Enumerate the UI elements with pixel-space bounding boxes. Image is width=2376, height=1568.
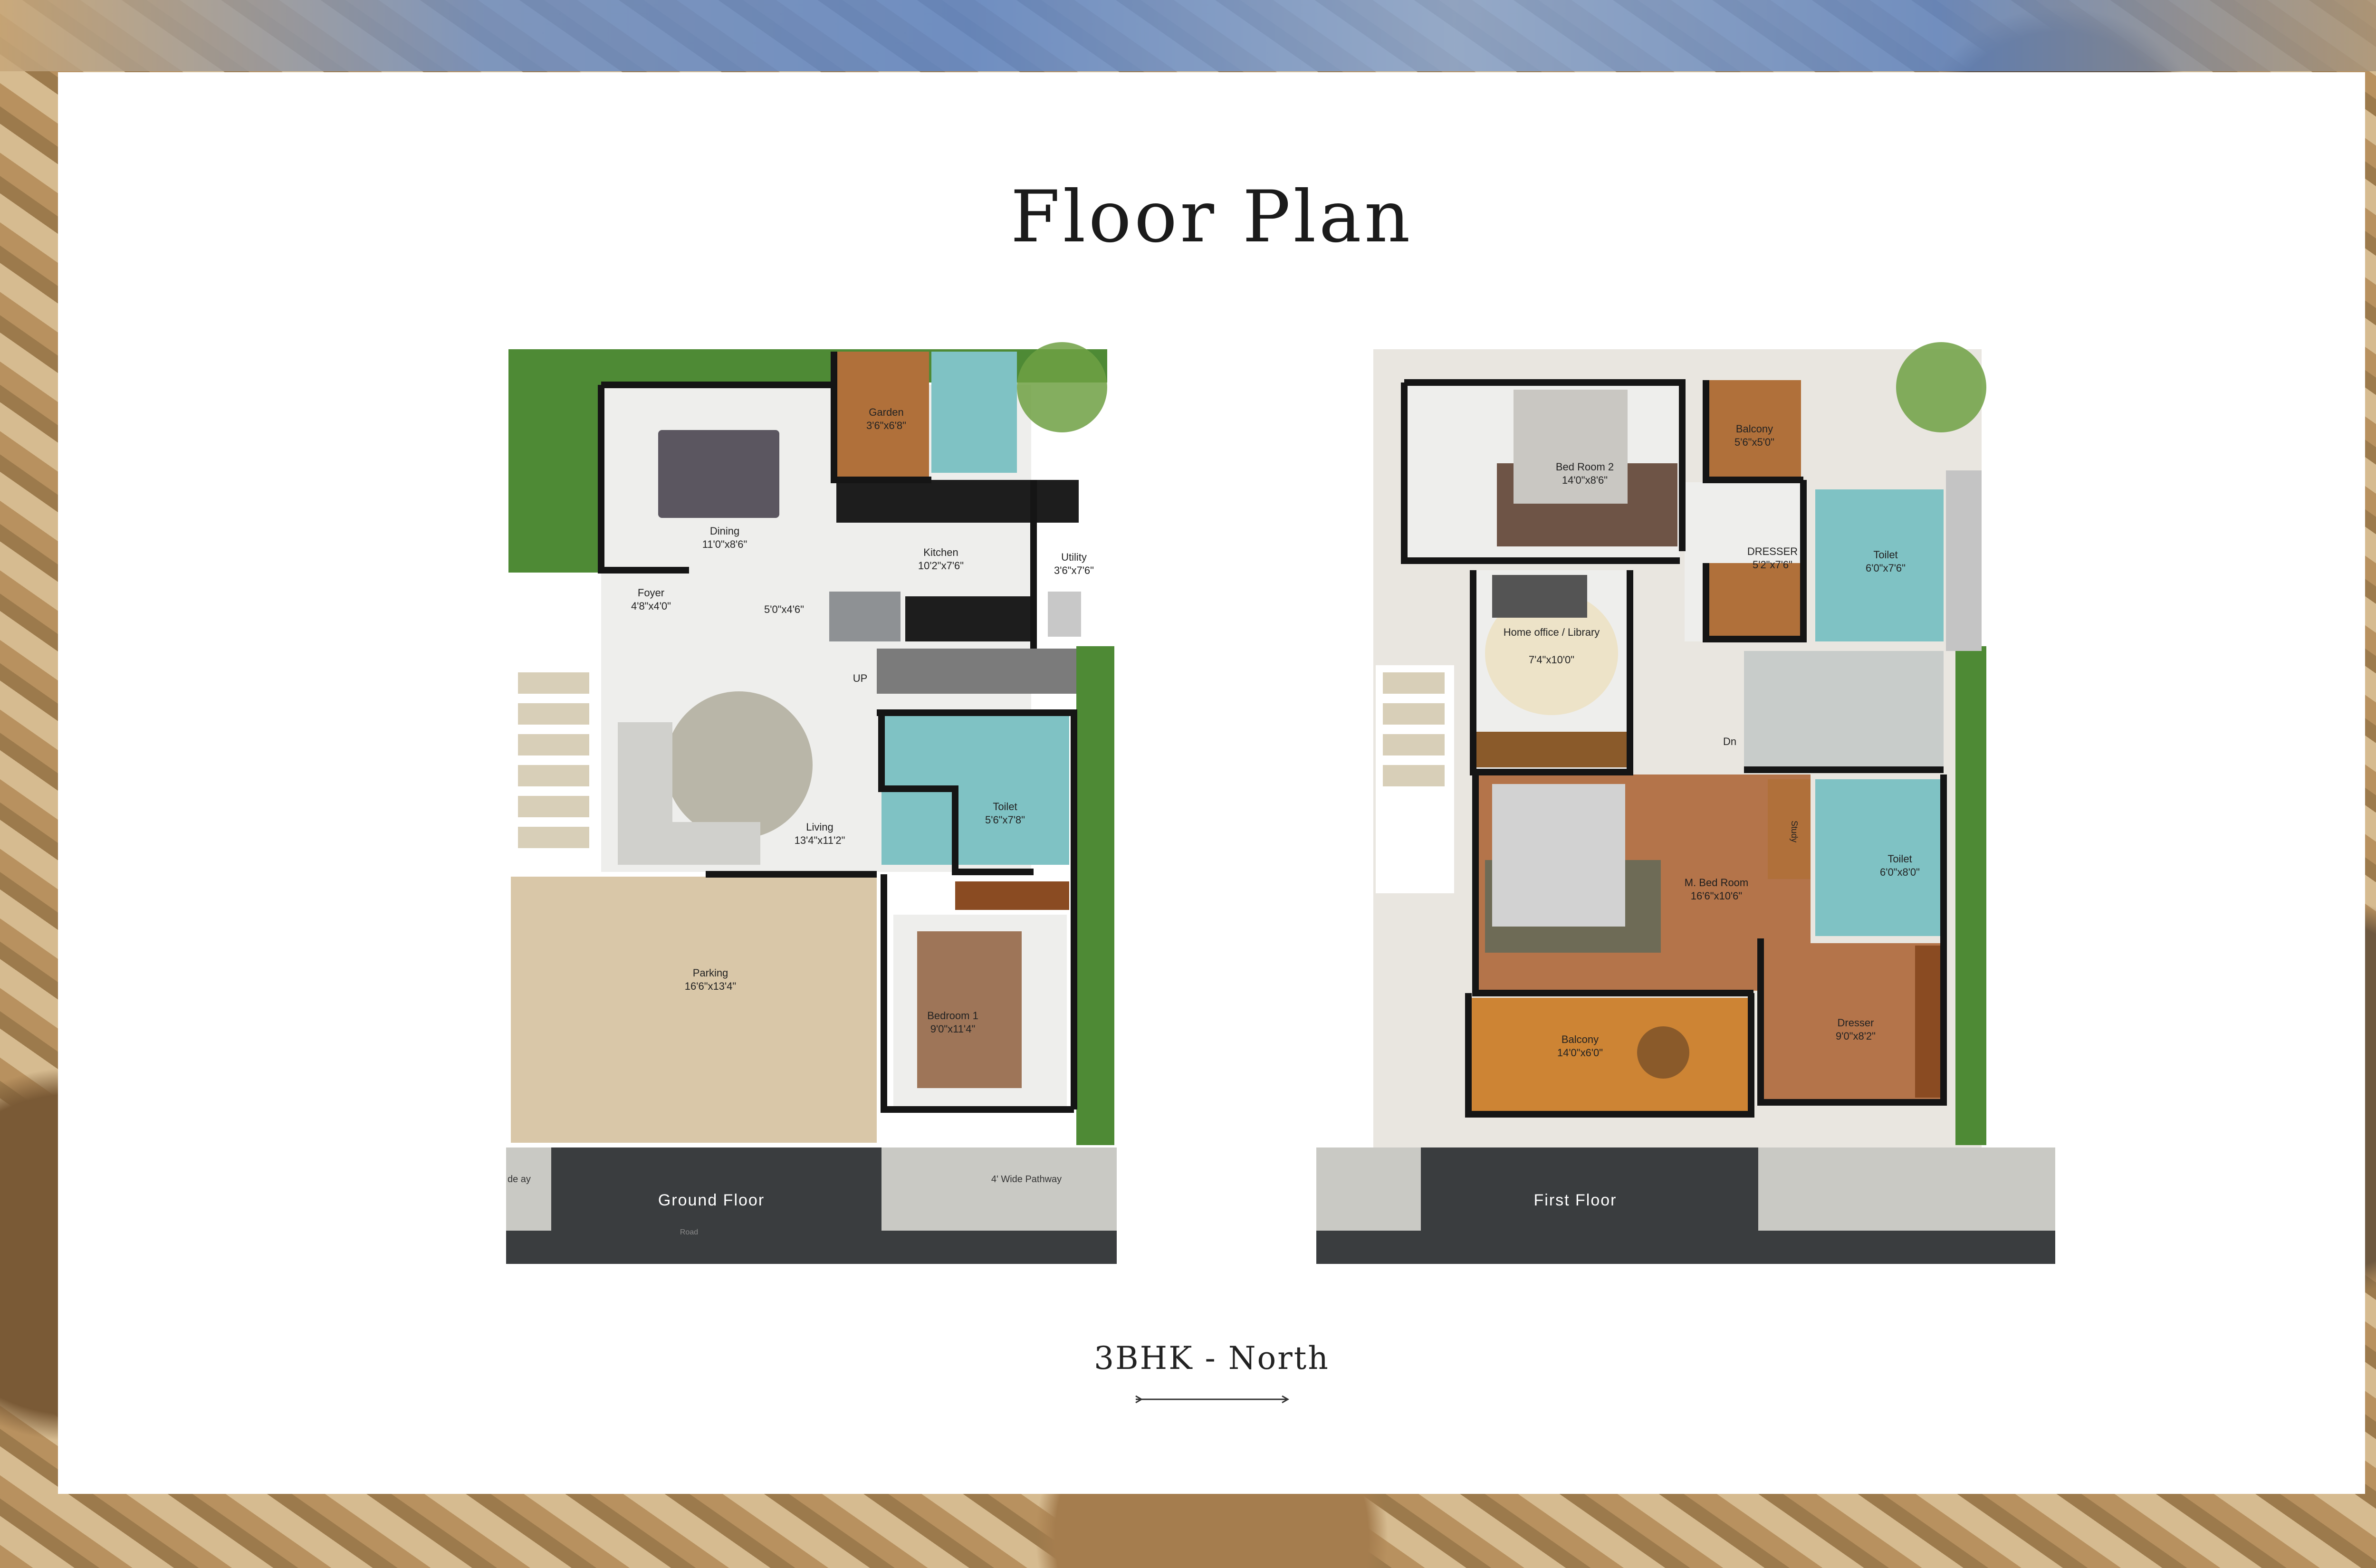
room-label: Utility: [1061, 551, 1087, 563]
garden-strip-right: [1955, 646, 1986, 1145]
toilet-floor: [1815, 489, 1944, 641]
room-label: Balcony: [1562, 1033, 1599, 1045]
left-pathway: [506, 1147, 551, 1231]
balcony-large: [1468, 998, 1749, 1114]
room-size: 4'8"x4'0": [631, 600, 671, 612]
shaft: [1946, 470, 1982, 651]
road-label: Road: [680, 1228, 698, 1236]
garden-strip-top: [508, 349, 1107, 382]
right-pathway: [1758, 1147, 2055, 1231]
room-size: 13'4"x11'2": [795, 834, 845, 846]
staircase: [877, 649, 1076, 694]
fridge: [829, 592, 901, 641]
stair-label: UP: [853, 672, 868, 684]
room-size: 14'0"x6'0": [1557, 1047, 1603, 1059]
staircase: [1744, 651, 1944, 770]
walls: [598, 352, 1077, 1113]
room-size: 5'2"x7'6": [1753, 559, 1792, 571]
room-label: Home office / Library: [1504, 626, 1600, 638]
tree-icon: [1896, 342, 1986, 432]
room-size: 3'6"x6'8": [866, 420, 906, 431]
room-label: Garden: [869, 406, 903, 418]
garden-strip-left: [508, 349, 604, 573]
pathway-label: 4' Wide Pathway: [991, 1174, 1062, 1185]
room-label: Toilet: [1887, 853, 1912, 865]
floor-label: First Floor: [1534, 1191, 1617, 1209]
page-title: Floor Plan: [1010, 176, 1413, 258]
dresser-floor: [1761, 943, 1944, 1100]
room-label: Parking: [693, 967, 728, 979]
room-label: Toilet: [993, 801, 1017, 813]
room-label: Bedroom 1: [927, 1010, 978, 1022]
room-label: Foyer: [638, 587, 664, 599]
room-label: Kitchen: [923, 546, 958, 558]
room-label: Bed Room 2: [1556, 461, 1614, 473]
pool: [931, 352, 1017, 473]
room-size: 5'0"x4'6": [764, 603, 804, 615]
ground-floor-plan: Dining 11'0"x8'6" Garden 3'6"x6'8" Kitch…: [506, 342, 1117, 1264]
sofa-section: [618, 822, 760, 865]
room-size: 11'0"x8'6": [702, 538, 747, 550]
inner-garden: [836, 352, 929, 480]
bed-icon: [1514, 390, 1628, 504]
room-size: 10'2"x7'6": [918, 560, 964, 572]
tree-icon: [1017, 342, 1107, 432]
plan-subtitle: 3BHK - North: [1094, 1340, 1330, 1377]
room-size: 16'6"x13'4": [685, 980, 736, 992]
room-label: M. Bed Room: [1685, 877, 1749, 889]
balcony-small: [1706, 380, 1801, 482]
room-size: 9'0"x8'2": [1836, 1030, 1876, 1042]
bed-icon: [917, 931, 1022, 1088]
pathway-label-fragment: de ay: [508, 1174, 531, 1185]
office-rug: [1485, 592, 1618, 715]
living-rug: [665, 691, 813, 839]
room-label: Dining: [710, 525, 739, 537]
office-desk: [1473, 732, 1630, 767]
floor-label: Ground Floor: [658, 1191, 765, 1209]
dresser-wardrobe: [1706, 563, 1801, 639]
garden-strip-right: [1076, 646, 1114, 1145]
room-size: 6'0"x7'6": [1866, 562, 1906, 574]
walls: [1401, 379, 1947, 1118]
room-size: 5'6"x5'0": [1734, 436, 1774, 448]
decorative-arrow-divider: [1135, 1395, 1289, 1404]
room-size: 9'0"x11'4": [930, 1023, 976, 1035]
room-label: Living: [806, 821, 833, 833]
wardrobe: [955, 881, 1069, 910]
room-label: DRESSER: [1747, 545, 1798, 557]
left-pathway: [1316, 1147, 1421, 1231]
room-label: Balcony: [1736, 423, 1773, 435]
bed-icon: [1492, 784, 1625, 927]
pathway: [881, 1147, 1117, 1231]
room-size: 6'0"x8'0": [1880, 866, 1920, 878]
room-size: 3'6"x7'6": [1054, 564, 1094, 576]
room-size: 14'0"x8'6": [1562, 474, 1608, 486]
kitchen-counter-lower: [905, 596, 1034, 641]
balcony-table: [1637, 1026, 1689, 1079]
dining-table: [658, 430, 779, 518]
dresser-cabinet: [1915, 946, 1944, 1098]
washing-machine: [1048, 592, 1081, 637]
study-desk: [1768, 779, 1811, 879]
room-label: Study: [1790, 821, 1799, 842]
room-size: 5'6"x7'8": [985, 814, 1025, 826]
first-floor-plan: Bed Room 2 14'0"x8'6" Balcony 5'6"x5'0" …: [1316, 342, 2055, 1264]
room-label: Toilet: [1873, 549, 1897, 561]
room-size: 7'4"x10'0": [1529, 654, 1574, 666]
office-sofa: [1492, 575, 1587, 618]
kitchen-counter: [836, 480, 1079, 523]
parking-pavers: [511, 877, 877, 1143]
room-size: 16'6"x10'6": [1691, 890, 1742, 902]
sky-strip: [0, 0, 2376, 71]
stair-label: Dn: [1723, 736, 1736, 747]
room-label: Dresser: [1837, 1017, 1874, 1029]
toilet-floor: [1815, 779, 1944, 936]
